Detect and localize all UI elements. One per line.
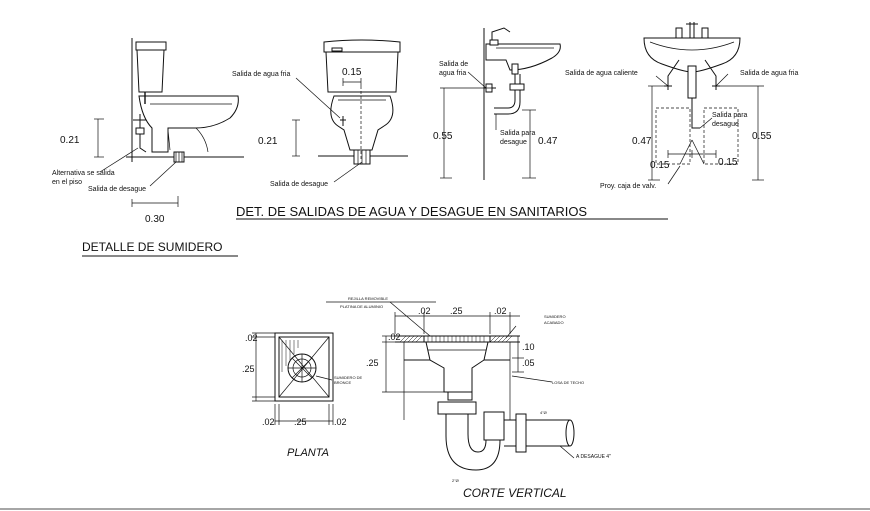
sink-front-desague-label-2: desague [712, 121, 739, 128]
sink-side-desague-label-1: Salida para [500, 130, 536, 137]
corte-vertical-view: .02 .25 .02 .02 .25 .10 .05 REJILLA REMO… [326, 296, 611, 500]
sink-front-hot-label: Salida de agua caliente [565, 70, 638, 77]
corte-top-right-dim: .02 [494, 306, 507, 316]
corte-top-left-dim: .02 [418, 306, 431, 316]
corte-top-mid-dim: .25 [450, 306, 463, 316]
planta-rejilla-label-1: SUMIDERO DE [334, 375, 363, 380]
corte-left-top-dim: .02 [388, 332, 401, 342]
sink-front-caja-label: Proy. caja de valv. [600, 183, 656, 190]
planta-bottom-left-dim: .02 [262, 417, 275, 427]
planta-bottom-mid-dim: .25 [294, 417, 307, 427]
sink-side-desague-dim: 0.47 [538, 136, 558, 147]
planta-top-dim: .02 [245, 333, 258, 343]
sink-front-sep-left-dim: 0.15 [650, 160, 670, 171]
corte-side-dim: .25 [366, 358, 379, 368]
toilet-side-alt-label-2: en el piso [52, 179, 82, 186]
corte-sumidero-label-2: ACABADO [544, 320, 564, 325]
toilet-side-alt-label-1: Alternativa se salida [52, 170, 115, 177]
sink-side-desague-label-2: desague [500, 139, 527, 146]
corte-trap-label: 2"Ø [452, 478, 459, 483]
toilet-front-height-dim: 0.21 [258, 136, 278, 147]
toilet-side-desague-label: Salida de desague [88, 186, 146, 193]
toilet-side-width-dim: 0.30 [145, 214, 165, 225]
toilet-side-view: 0.21 0.30 Alternativa se salida en el pi… [52, 38, 244, 225]
corte-pipe-label: 4"Ø [540, 410, 547, 415]
toilet-side-height-dim: 0.21 [60, 135, 80, 146]
corte-rejilla-label-1: REJILLA REMOVIBLE [348, 296, 388, 301]
toilet-front-water-label: Salida de agua fria [232, 71, 290, 78]
toilet-front-desague-label: Salida de desague [270, 181, 328, 188]
sink-front-view: 0.47 0.55 0.15 0.15 Salida de agua calie… [565, 22, 798, 190]
planta-view: .02 .25 .02 .25 .02 SUMIDERO DE BRONCE P… [242, 332, 363, 459]
sink-side-water-label-1: Salida de [439, 61, 468, 68]
sink-side-water-label-2: agua fria [439, 70, 466, 77]
toilet-front-view: Salida de agua fria 0.15 0.21 Salida de … [232, 39, 408, 188]
sink-front-right-dim: 0.55 [752, 131, 772, 142]
planta-rejilla-label-2: BRONCE [334, 380, 351, 385]
corte-right-dim-1: .10 [522, 342, 535, 352]
sink-front-cold-label: Salida de agua fria [740, 70, 798, 77]
toilet-front-offset-dim: 0.15 [342, 67, 362, 78]
corte-desague-label: A DESAGUE 4" [576, 454, 611, 460]
planta-caption: PLANTA [287, 447, 329, 459]
corte-caption: CORTE VERTICAL [463, 486, 567, 500]
sink-front-left-dim: 0.47 [632, 136, 652, 147]
corte-losa-label: LOSA DE TECHO [552, 380, 584, 385]
planta-bottom-right-dim: .02 [334, 417, 347, 427]
sumidero-title: DETALLE DE SUMIDERO [82, 240, 222, 254]
planta-side-dim: .25 [242, 364, 255, 374]
sink-side-view: 0.55 0.47 Salida de agua fria Salida par… [433, 27, 561, 180]
main-title: DET. DE SALIDAS DE AGUA Y DESAGUE EN SAN… [236, 204, 587, 219]
sink-front-sep-right-dim: 0.15 [718, 157, 738, 168]
corte-rejilla-label-2: PLATINA DE ALUMINIO [340, 304, 383, 309]
corte-right-dim-2: .05 [522, 358, 535, 368]
sink-side-height-dim: 0.55 [433, 131, 453, 142]
corte-sumidero-label-1: SUMIDERO [544, 314, 566, 319]
sink-front-desague-label-1: Salida para [712, 112, 748, 119]
